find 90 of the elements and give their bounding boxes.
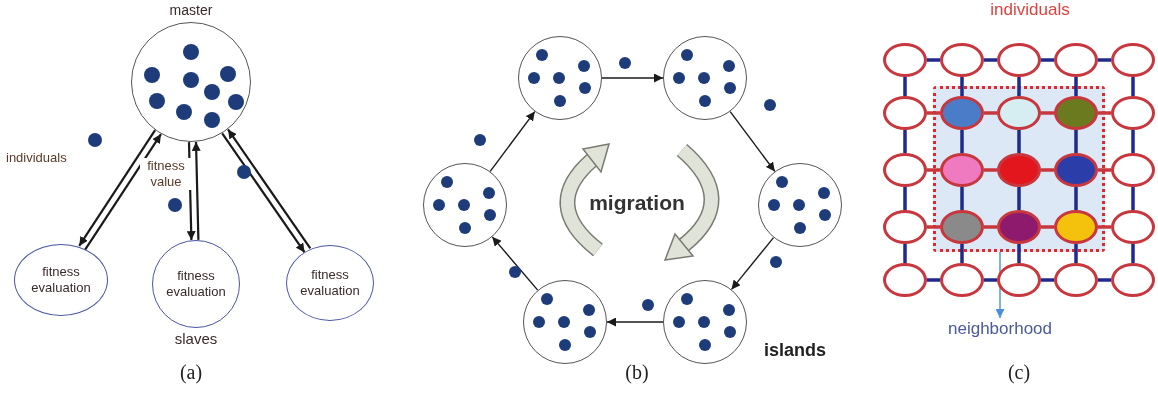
grid-line [903,187,907,210]
grid-line [984,58,997,62]
grid-line [1098,278,1111,282]
individual-oval [883,153,927,187]
grid-line [927,168,940,172]
grid-line [960,130,964,153]
grid-line [1041,225,1054,229]
arrow [606,317,664,327]
individual-oval [1111,263,1155,297]
individual-oval [1054,43,1098,77]
grid-line [1074,130,1078,153]
grid-line [960,187,964,210]
grid-line [984,225,997,229]
individual-oval [1111,96,1155,130]
arrow [601,73,664,83]
grid-title: individuals [990,0,1070,21]
grid-line [1098,225,1111,229]
grid-line [927,111,940,115]
panel-label: (a) [179,360,203,384]
grid-line [1017,77,1021,96]
individual-oval [997,263,1041,297]
grid-line [1041,58,1054,62]
individual-oval [1054,96,1098,130]
grid-line [984,111,997,115]
individual-oval [940,96,984,130]
arrow [84,133,162,251]
grid-line [1041,168,1054,172]
grid-line [903,77,907,96]
individual-oval [940,263,984,297]
arrow [221,132,306,254]
group-label: islands [764,340,826,362]
grid-line [1074,244,1078,263]
node-label: fitness evaluation [165,268,227,300]
arrow [227,128,312,250]
individual-oval [883,210,927,244]
arrow [491,236,539,291]
center-label: migration [589,190,685,216]
panel-label: (c) [1007,360,1031,384]
grid-line [1041,278,1054,282]
grid-line [1098,58,1111,62]
node-label: fitness evaluation [299,267,361,299]
neighborhood-box [933,86,1105,252]
grid-line [1131,244,1135,263]
grid-line [1041,111,1054,115]
grid-line [927,225,940,229]
individual-oval [883,263,927,297]
grid-line [960,77,964,96]
grid-line [1131,130,1135,153]
grid-line [1098,168,1111,172]
grid-line [1074,187,1078,210]
node-heading: master [169,2,213,18]
arrow [730,236,775,291]
individual-oval [883,96,927,130]
grid-line [1074,77,1078,96]
grid-line [1098,111,1111,115]
individual-oval [883,43,927,77]
individual-oval [1054,263,1098,297]
grid-line [903,244,907,263]
arrow [191,141,201,240]
group-label: slaves [174,330,218,348]
grid-line [1017,244,1021,263]
grid-line [1131,77,1135,96]
panel-label: (b) [625,360,649,384]
arrow [995,251,1005,319]
individual-oval [1111,210,1155,244]
arrow [78,129,157,247]
individual-oval [940,153,984,187]
individual-oval [997,210,1041,244]
grid-line [927,278,940,282]
grid-line [1017,187,1021,210]
grid-line [903,130,907,153]
individual-oval [997,153,1041,187]
grid-line [1131,187,1135,210]
individual-oval [1054,153,1098,187]
grid-line [1017,130,1021,153]
individual-oval [1111,43,1155,77]
individual-oval [1111,153,1155,187]
individual-oval [940,43,984,77]
grid-line [984,168,997,172]
grid-line [984,278,997,282]
individual-oval [997,96,1041,130]
grid-line [927,58,940,62]
individual-oval [1054,210,1098,244]
arrow [729,110,776,173]
arrow [489,110,536,173]
node-label: fitness evaluation [30,264,92,296]
individual-oval [997,43,1041,77]
grid-line [960,244,964,263]
edge-label: fitness value [140,158,192,190]
individual-oval [940,210,984,244]
